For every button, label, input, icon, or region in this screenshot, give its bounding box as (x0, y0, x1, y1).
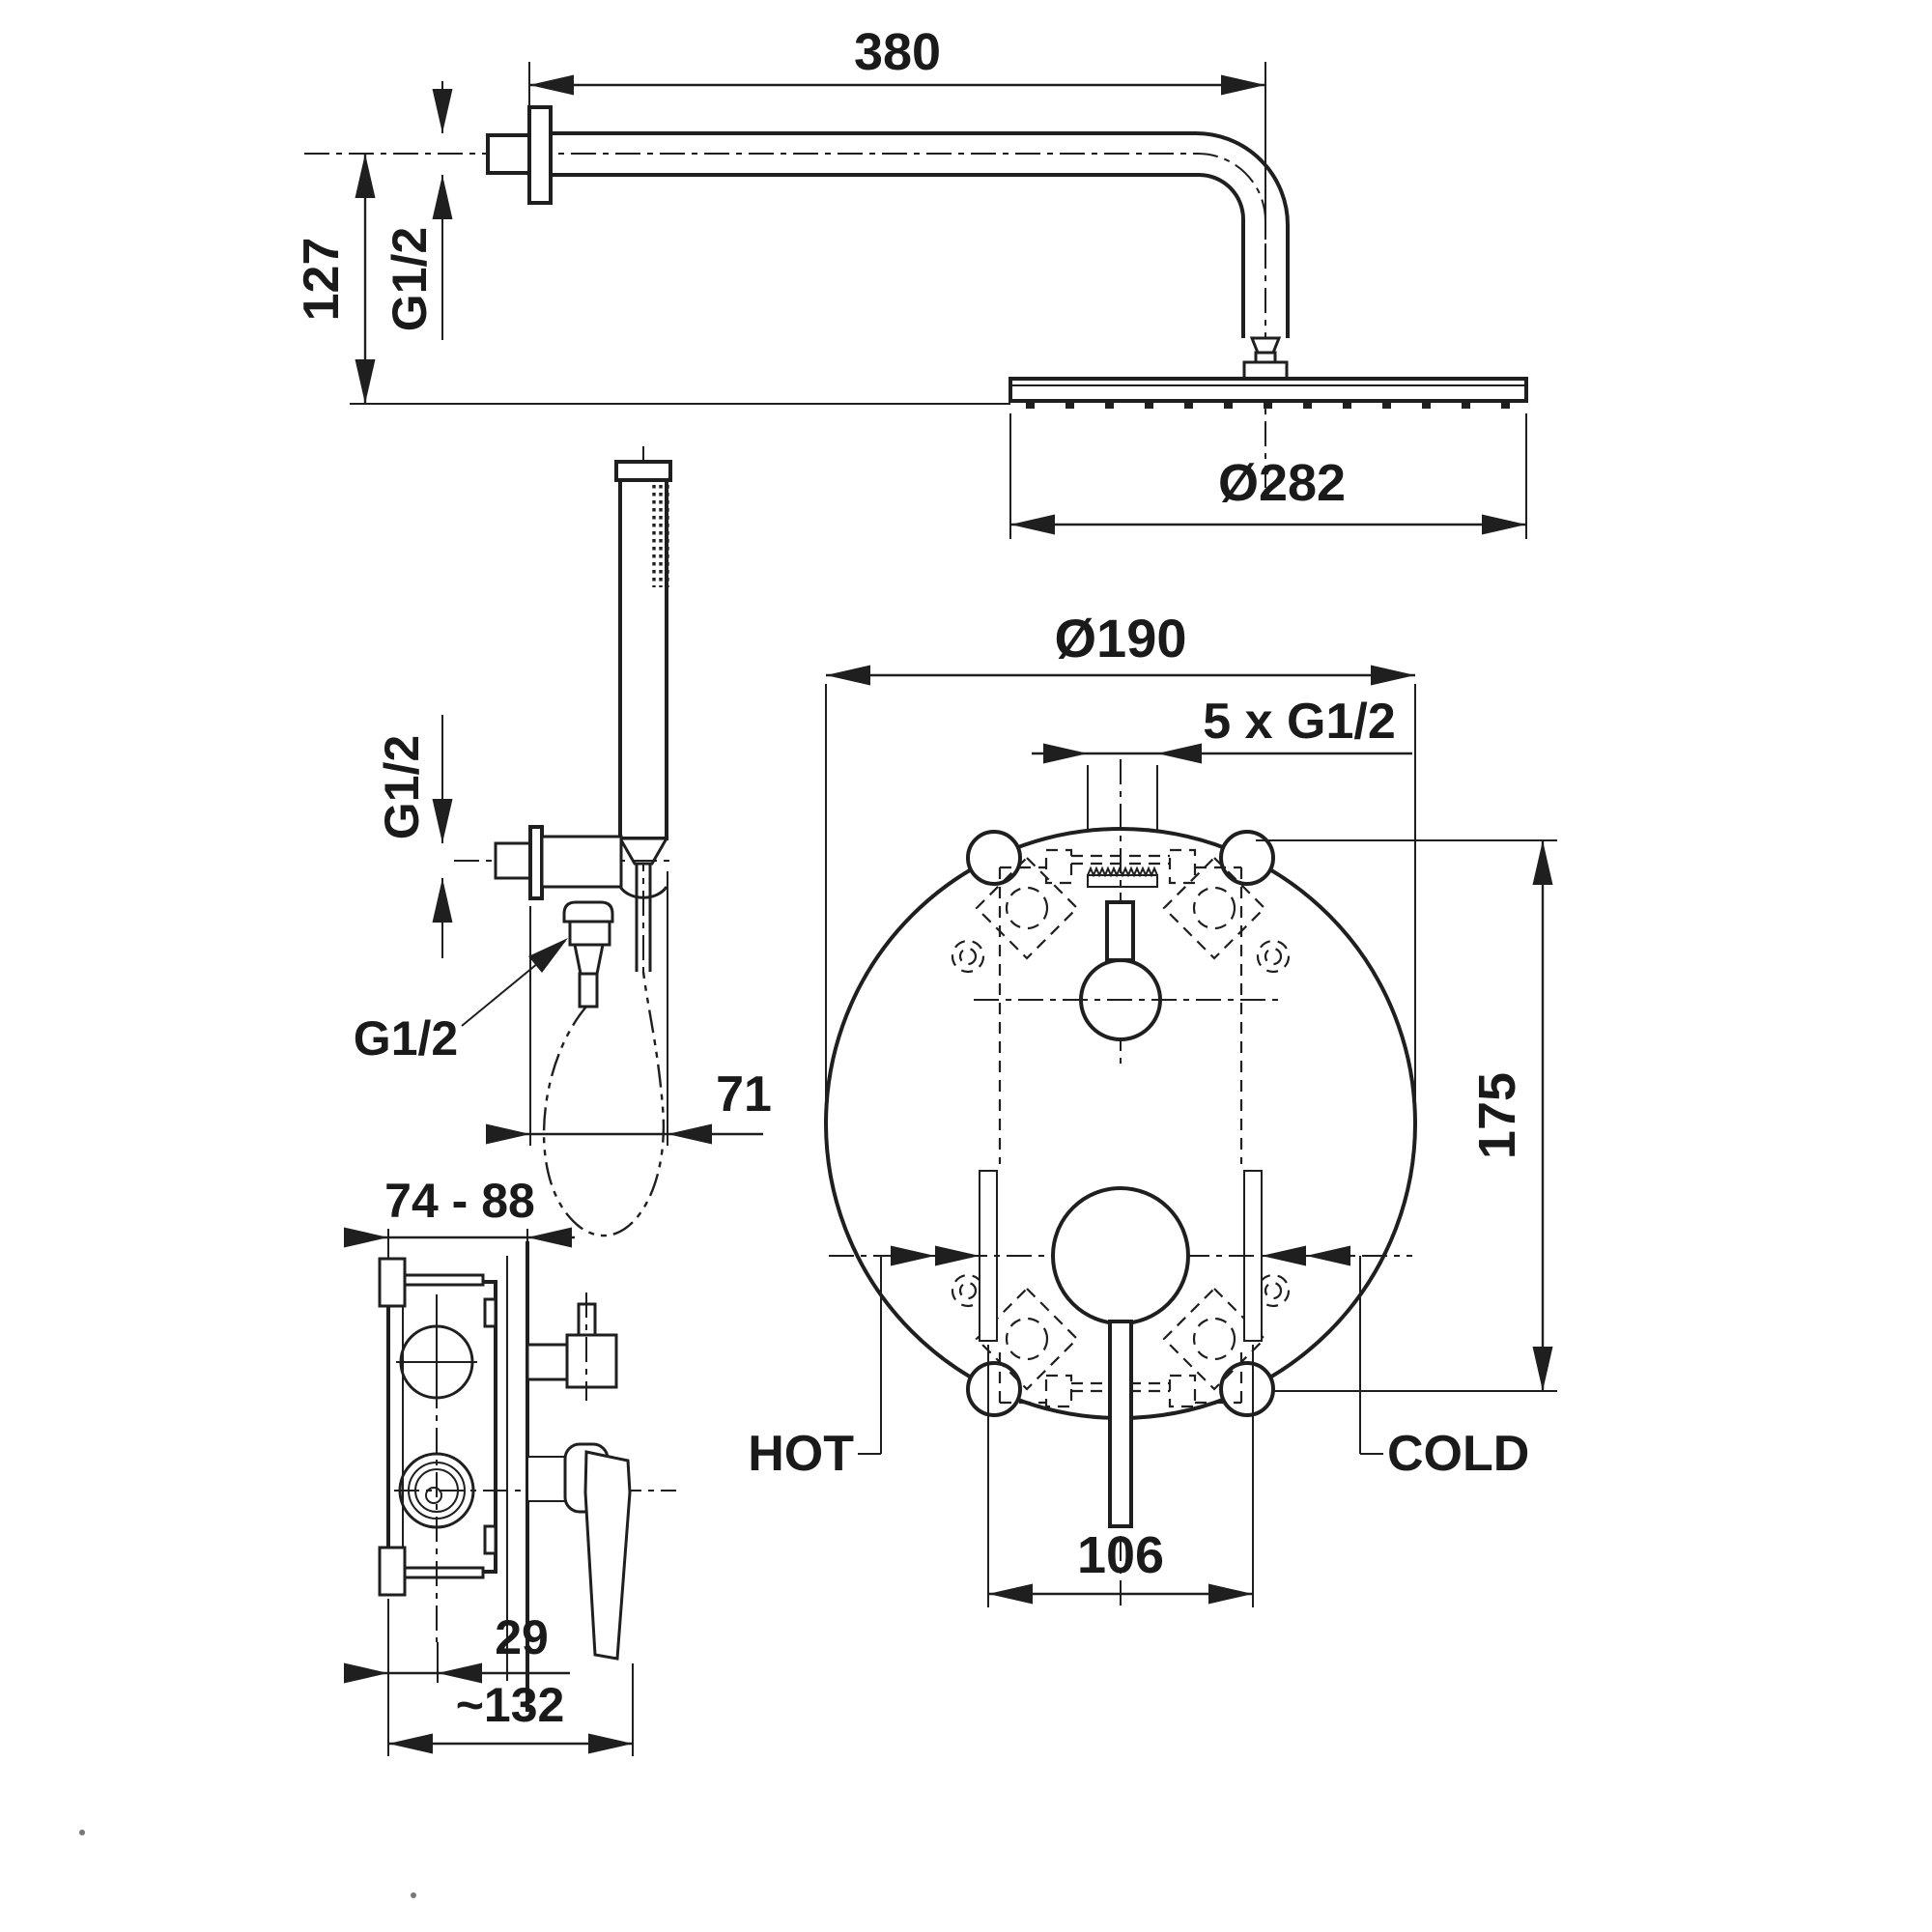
arrow-left-icon (826, 665, 870, 686)
hose-loop (542, 971, 666, 1237)
cold-label: COLD (1387, 1426, 1529, 1482)
arm-thread-stub (486, 133, 531, 175)
arrow-right-icon (344, 1227, 388, 1248)
wand-spray-taper (617, 837, 669, 866)
arm-tube-inner (551, 173, 1245, 338)
dim-outlet-thread-label: G1/2 (354, 1011, 458, 1065)
mount-bar-top (403, 1273, 485, 1287)
dim-overall-depth-label: ~132 (456, 1678, 565, 1732)
dim-bolt-span-label: 175 (1468, 1072, 1526, 1159)
back-tab-top (483, 1297, 497, 1328)
arrow-left-icon (388, 1733, 433, 1754)
holder-arm (540, 835, 623, 889)
head-connector-taper (1249, 336, 1282, 355)
rain-head-nozzles (1026, 399, 1510, 409)
arrow-right-icon (1043, 743, 1088, 764)
wall-flange (527, 105, 553, 205)
mixer-knob-circle (1051, 1186, 1190, 1325)
rain-head-disc (1009, 377, 1528, 403)
thread-serration (1087, 866, 1158, 878)
arrow-up-icon (432, 175, 453, 219)
arrow-up-icon (1532, 840, 1553, 885)
dim-plate-ports-label: 5 x G1/2 (1203, 694, 1395, 750)
scan-speck (79, 1830, 85, 1835)
arrow-right-icon (891, 1245, 935, 1266)
plate-boss (966, 830, 1022, 886)
arrow-right-icon (344, 1662, 388, 1684)
top-port-flange (1044, 848, 1197, 888)
view-hand-shower: G1/2 G1/2 71 (354, 446, 772, 1237)
arrow-right-icon (588, 1733, 633, 1754)
cartridge-detail (425, 1487, 442, 1504)
dim-port-spacing-label: 106 (1077, 1526, 1164, 1584)
view-shower-arm: 380 G1/2 127 (294, 23, 1528, 539)
wand-body (618, 478, 668, 840)
arrow-left-icon (1306, 1245, 1350, 1266)
outlet-cap (562, 900, 614, 923)
arrow-left-icon (438, 1662, 482, 1684)
leader-arrow-icon (528, 938, 568, 973)
mount-boss-bottom (378, 1546, 407, 1597)
arrow-down-icon (432, 89, 453, 133)
top-port-stub (1105, 900, 1135, 962)
arrow-up-icon (432, 878, 453, 923)
plate-boss (966, 1361, 1022, 1417)
elbow-pipe (526, 1343, 571, 1381)
dim-arm-drop-label: 127 (294, 238, 350, 322)
arrow-right-icon (1208, 1583, 1253, 1605)
view-mixer-side: 74 - 88 (344, 1174, 676, 1756)
wand-knurl-texture (652, 485, 669, 587)
arm-tube-outer (551, 131, 1290, 338)
holder-flange (528, 825, 544, 900)
dim-head-diameter-label: Ø282 (1218, 454, 1346, 512)
plate-boss (1219, 830, 1275, 886)
arrow-right-icon (935, 1245, 980, 1266)
back-tab-bottom (483, 1524, 497, 1555)
arrow-right-icon (1371, 665, 1415, 686)
dim-embed-range-label: 74 - 88 (384, 1174, 535, 1228)
plate-boss (1219, 1361, 1275, 1417)
arrow-left-icon (1262, 1245, 1306, 1266)
outlet-stem (578, 972, 599, 1009)
hidden-recess-box (998, 866, 1243, 1405)
arrow-left-icon (668, 1123, 712, 1145)
dim-hand-thread-label: G1/2 (375, 735, 429, 839)
wand-cap (614, 460, 672, 482)
arrow-down-icon (1532, 1347, 1553, 1391)
dim-hand-offset-label: 71 (716, 1066, 772, 1122)
dim-arm-length-label: 380 (854, 23, 941, 81)
arrow-left-icon (529, 74, 574, 96)
dim-arm-thread-label: G1/2 (383, 227, 437, 331)
arrow-down-icon (432, 799, 453, 843)
handle-lever (583, 1450, 632, 1661)
mount-bar-bottom (403, 1566, 485, 1579)
view-mixer-front: Ø190 5 x G1/2 (748, 608, 1557, 1607)
dim-plate-diameter-label: Ø190 (1055, 608, 1187, 668)
arrow-left-icon (1157, 743, 1202, 764)
elbow-body (565, 1333, 618, 1389)
head-connector-nut (1242, 360, 1289, 381)
arrow-right-icon (1221, 74, 1265, 96)
arm-centerline (304, 153, 1266, 488)
arrow-right-icon (1482, 514, 1526, 535)
handle-cartridge (526, 1456, 566, 1502)
arrow-left-icon (1010, 514, 1055, 535)
arrow-right-icon (486, 1123, 530, 1145)
arrow-down-icon (355, 359, 376, 404)
dim-axis-depth-label: 29 (495, 1610, 549, 1664)
arrow-left-icon (527, 1227, 572, 1248)
valve-body (386, 1280, 497, 1574)
hot-label: HOT (748, 1426, 854, 1482)
outlet-hex (568, 920, 611, 947)
holder-wall-stub (494, 841, 532, 880)
arrow-up-icon (355, 154, 376, 198)
mixer-lever (1108, 1320, 1133, 1528)
outlet-taper (573, 943, 605, 976)
mount-boss-top (378, 1257, 407, 1308)
arrow-left-icon (988, 1583, 1033, 1605)
scan-speck (411, 1892, 416, 1898)
holder-ring (618, 886, 668, 899)
